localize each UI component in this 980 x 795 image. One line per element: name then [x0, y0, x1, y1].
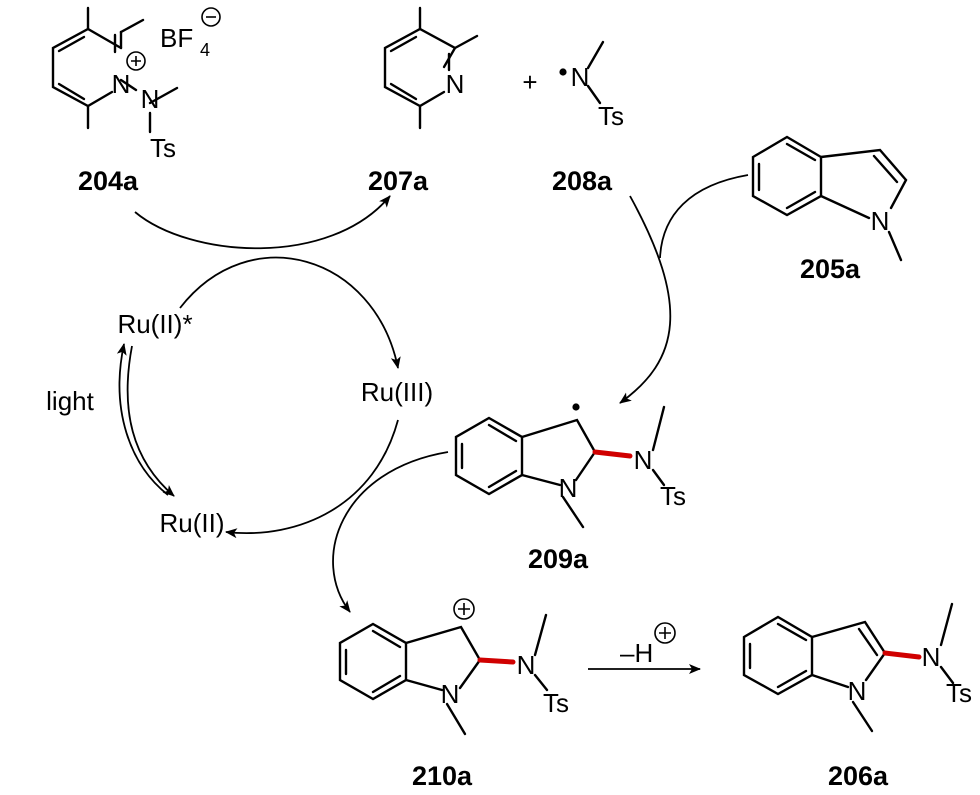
arrow-209a-to-210a: [332, 451, 449, 613]
new-c-n-bond: [477, 657, 516, 665]
compound-205a-label: 205a: [800, 254, 861, 284]
catalyst-ru2: Ru(II): [160, 508, 225, 538]
condition-light: light: [46, 386, 94, 416]
arrow-relaxation: [126, 345, 175, 497]
compound-209a-ts: Ts: [660, 481, 686, 511]
compound-207a-label: 207a: [368, 166, 429, 196]
arrow-208a-205a-to-209a: [619, 195, 672, 404]
positive-charge-icon: [453, 598, 475, 620]
compound-204a-counterion: BF: [160, 23, 193, 53]
compound-209a: N N Ts 209a: [454, 403, 686, 574]
compound-208a-n: N: [571, 62, 590, 92]
compound-209a-indoline-n: N: [559, 473, 578, 503]
compound-204a-label: 204a: [78, 166, 139, 196]
condition-deprotonation: –H: [620, 638, 653, 668]
radical-dot-icon: [572, 403, 580, 411]
compound-205a-bonds: [751, 135, 908, 262]
catalyst-ru3: Ru(III): [361, 377, 433, 407]
compound-209a-label: 209a: [528, 544, 589, 574]
compound-206a-bonds: [742, 602, 955, 733]
compound-210a-bonds: [338, 613, 549, 736]
compound-210a-indoline-n: N: [441, 679, 460, 709]
compound-206a-label: 206a: [828, 761, 889, 791]
compound-208a-label: 208a: [552, 166, 613, 196]
compound-208a-ts: Ts: [598, 101, 624, 131]
catalyst-ru2-excited: Ru(II)*: [117, 309, 192, 339]
negative-charge-icon: [201, 7, 221, 27]
compound-206a: N N Ts 206a: [742, 602, 972, 791]
new-c-n-bond: [592, 449, 633, 459]
arrow-204a-to-207a: [134, 195, 391, 250]
compound-204a-bonds: [51, 6, 179, 134]
arrow-ru2-excited-to-ru3: [179, 256, 401, 369]
compound-204a: N N Ts BF 4 204a: [51, 6, 221, 196]
compound-205a: N 205a: [751, 135, 908, 284]
compound-204a-ts: Ts: [150, 133, 176, 163]
compound-209a-bonds: [454, 405, 666, 529]
compound-209a-amine-n: N: [634, 445, 653, 475]
positive-charge-icon: [654, 622, 676, 644]
compound-208a: + N Ts 208a: [522, 40, 624, 196]
compound-210a-amine-n: N: [517, 650, 536, 680]
arrow-205a-join: [659, 174, 749, 259]
compound-206a-amine-n: N: [922, 642, 941, 672]
compound-208a-plus-sign: +: [522, 67, 537, 97]
compound-207a-pyridine-n: N: [446, 69, 465, 99]
new-c-n-bond: [882, 650, 922, 660]
compound-210a: N N Ts 210a: [338, 598, 569, 791]
radical-dot-icon: [559, 68, 567, 76]
compound-207a-bonds: [383, 6, 479, 130]
compound-210a-ts: Ts: [543, 688, 569, 718]
compound-207a: N 207a: [368, 6, 479, 196]
compound-210a-label: 210a: [412, 761, 473, 791]
compound-206a-ts: Ts: [946, 678, 972, 708]
compound-206a-indole-n: N: [848, 676, 867, 706]
arrow-ru3-to-ru2: [225, 419, 399, 539]
compound-204a-counterion-subscript: 4: [200, 40, 210, 60]
compound-204a-amine-n: N: [141, 84, 160, 114]
compound-204a-pyridinium-n: N: [112, 69, 131, 99]
positive-charge-icon: [126, 51, 146, 71]
compound-205a-n: N: [871, 206, 890, 236]
arrow-light-excitation: [116, 343, 169, 496]
